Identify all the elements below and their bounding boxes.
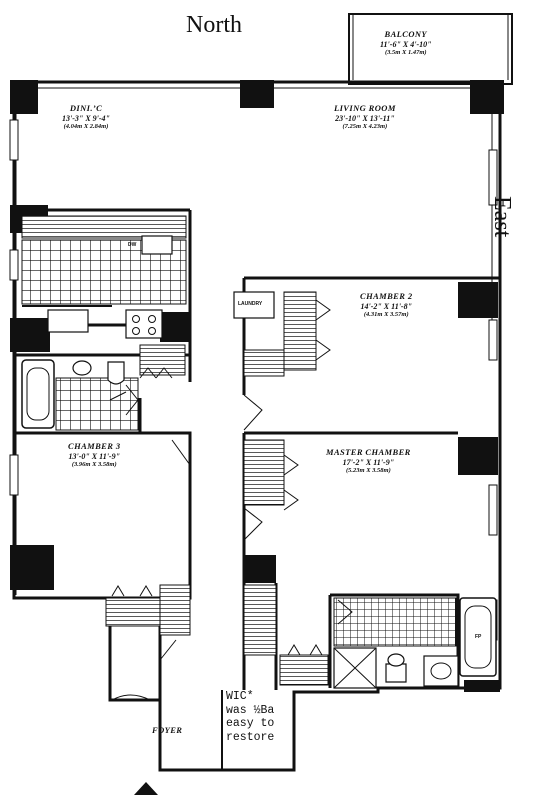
chamber-3-metric: (3.96m X 3.58m): [71, 460, 117, 468]
entry-arrow-icon: [134, 782, 158, 795]
chamber-2-name: CHAMBER 2: [360, 291, 413, 301]
master-chamber-name: MASTER CHAMBER: [326, 447, 411, 457]
dishwasher-label: DW: [128, 242, 137, 248]
dining-metric: (4.04m X 2.84m): [63, 122, 109, 130]
hall-bath: [21, 359, 139, 431]
living-room-dim: 23'-10" X 13'-11": [335, 113, 395, 123]
master-chamber-metric: (5.23m X 3.58m): [345, 466, 391, 474]
chamber-3-label: CHAMBER 3 13'-0" X 11'-9" (3.96m X 3.58m…: [68, 441, 121, 468]
laundry-label: LAUNDRY: [238, 301, 263, 307]
foyer: [111, 690, 292, 770]
chamber-3-name: CHAMBER 3: [68, 441, 121, 451]
columns: [10, 80, 504, 692]
compass-north: North: [186, 12, 242, 38]
chamber-3-dim: 13'-0" X 11'-9": [68, 451, 121, 461]
master-bath-fixture-label: FP: [475, 634, 482, 640]
chamber-2-dim: 14'-2" X 11'-8": [360, 301, 413, 311]
dining-dim: 13'-3" X 9'-4": [62, 113, 110, 123]
foyer-name: FOYER: [152, 725, 183, 735]
kitchen: [21, 215, 187, 339]
living-room-name: LIVING ROOM: [334, 103, 396, 113]
master-bath: [333, 597, 497, 689]
dining-label: DINI.’C 13'-3" X 9'-4" (4.04m X 2.84m): [62, 103, 110, 130]
dining-name: DINI.’C: [69, 103, 103, 113]
chamber-2-label: CHAMBER 2 14'-2" X 11'-8" (4.31m X 3.57m…: [360, 291, 413, 318]
wic-note: WIC* was ½Ba easy to restore: [226, 690, 275, 744]
master-chamber-dim: 17'-2" X 11'-9": [342, 457, 395, 467]
balcony: [348, 13, 513, 85]
living-room-metric: (7.25m X 4.23m): [342, 122, 388, 130]
balcony-dim: 11'-6" X 4'-10": [380, 39, 432, 49]
closets: [105, 291, 331, 686]
chamber-2-metric: (4.31m X 3.57m): [363, 310, 409, 318]
balcony-label: BALCONY 11'-6" X 4'-10" (3.5m X 1.47m): [380, 29, 432, 56]
master-chamber-label: MASTER CHAMBER 17'-2" X 11'-9" (5.23m X …: [326, 447, 411, 474]
balcony-metric: (3.5m X 1.47m): [385, 48, 427, 56]
living-room-label: LIVING ROOM 23'-10" X 13'-11" (7.25m X 4…: [334, 103, 396, 130]
compass-east: East: [489, 196, 515, 238]
balcony-name: BALCONY: [384, 29, 428, 39]
door-swings: [109, 391, 263, 661]
foyer-label: FOYER: [152, 725, 183, 736]
